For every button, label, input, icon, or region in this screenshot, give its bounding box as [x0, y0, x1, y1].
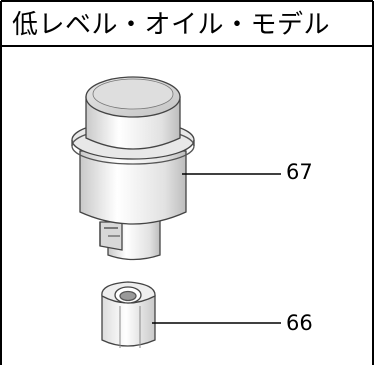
- diagram-title: 低レベル・オイル・モデル: [12, 10, 331, 40]
- part-number-67: 67: [286, 160, 313, 184]
- part-number-66: 66: [286, 311, 313, 335]
- part-66-illustration: [101, 281, 156, 348]
- part-67-illustration: [71, 76, 195, 261]
